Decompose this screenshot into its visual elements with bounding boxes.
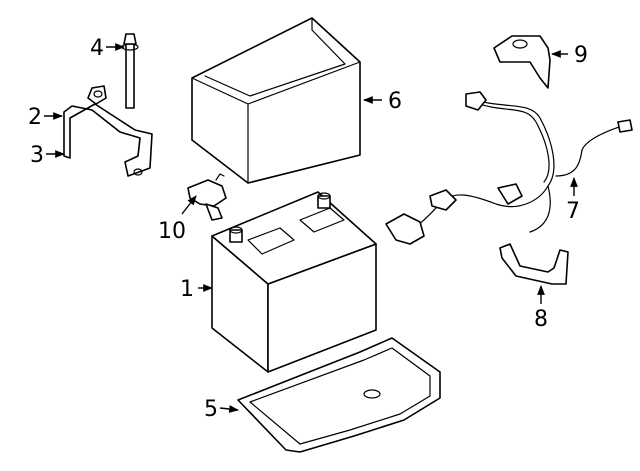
callout-8: 8	[534, 307, 548, 332]
battery-tray-part	[237, 337, 441, 453]
terminal-cover-part	[493, 35, 551, 89]
callout-1: 1	[180, 277, 194, 302]
hold-down-bracket-part	[63, 85, 153, 177]
callout-9: 9	[574, 43, 588, 68]
callout-3: 3	[30, 143, 44, 168]
callout-2: 2	[28, 105, 42, 130]
battery-part	[211, 191, 377, 373]
cable-bracket-part	[499, 243, 569, 285]
callout-7: 7	[566, 199, 580, 224]
hold-down-bolt-part	[121, 33, 139, 109]
callout-5: 5	[204, 397, 218, 422]
cable-harness-part	[385, 91, 633, 245]
callout-10: 10	[158, 219, 186, 244]
callout-6: 6	[388, 89, 402, 114]
leader-10	[181, 195, 197, 215]
leader-5	[219, 405, 239, 413]
insulator-box-part	[191, 17, 361, 184]
terminal-clamp-part	[187, 173, 227, 221]
callout-4: 4	[90, 36, 104, 61]
